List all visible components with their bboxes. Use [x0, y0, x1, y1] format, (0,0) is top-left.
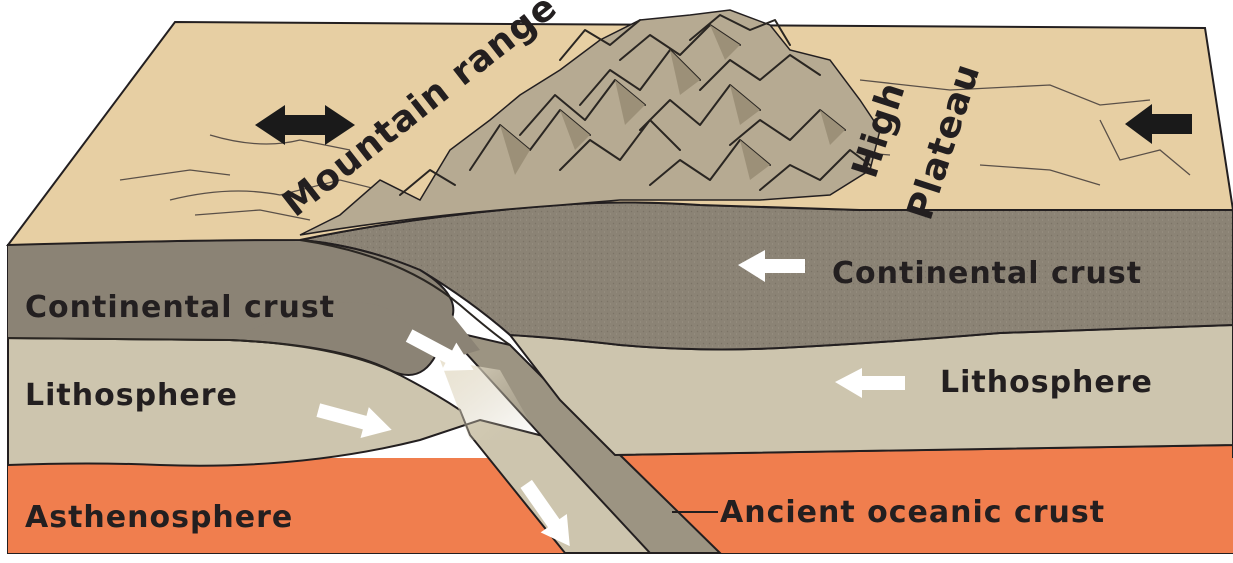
continental-crust-left-label: Continental crust — [25, 290, 335, 325]
lithosphere-left-label: Lithosphere — [25, 378, 238, 413]
lithosphere-right-label: Lithosphere — [940, 365, 1153, 400]
continental-crust-right-label: Continental crust — [832, 256, 1142, 291]
asthenosphere-label: Asthenosphere — [25, 500, 293, 535]
ancient-oceanic-crust-label: Ancient oceanic crust — [720, 495, 1105, 530]
